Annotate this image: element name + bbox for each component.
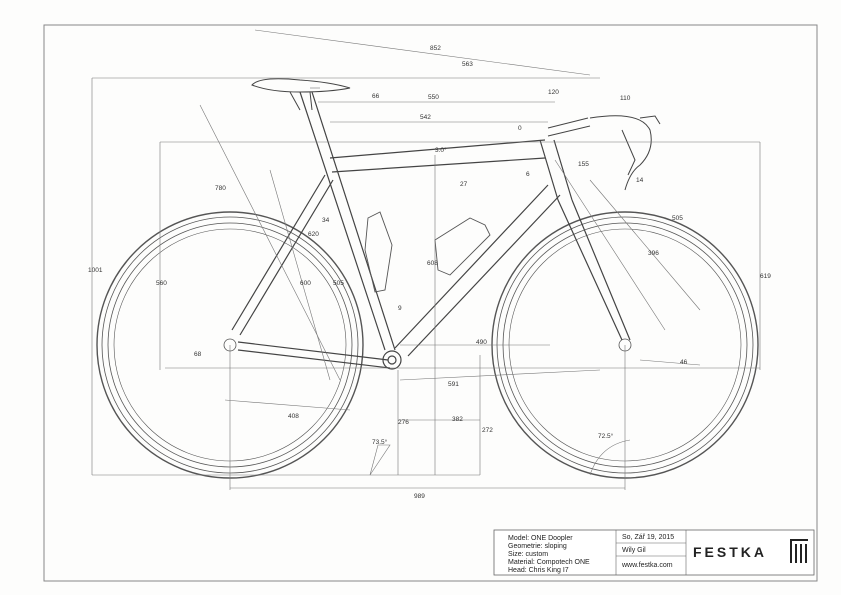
dim-550: 550	[428, 94, 439, 101]
geometry-label: Geometrie: sloping	[508, 543, 567, 550]
dim-1001: 1001	[88, 267, 103, 274]
dimension-lines	[91, 29, 761, 490]
dim-490: 490	[476, 339, 487, 346]
bottles	[364, 211, 491, 293]
frame	[231, 91, 631, 370]
dim-272: 272	[482, 427, 493, 434]
headset-label: Head: Chris King I7	[508, 567, 569, 574]
dim-120: 120	[548, 89, 559, 96]
author-label: Wily Gil	[622, 547, 646, 554]
dim-155: 155	[578, 161, 589, 168]
festka-logo-icon	[790, 539, 808, 563]
festka-logo-text: FESTKA	[693, 544, 767, 560]
saddle	[251, 78, 351, 111]
dim-563: 563	[462, 61, 473, 68]
dim-0: 0	[518, 125, 522, 132]
dim-6: 6	[526, 171, 530, 178]
dim-591: 591	[448, 381, 459, 388]
dim-505: 505	[333, 280, 344, 287]
dim-66: 66	[372, 93, 380, 100]
dim-608: 608	[427, 260, 438, 267]
dim-396: 396	[648, 250, 659, 257]
dim-276: 276	[398, 419, 409, 426]
dim-408: 408	[288, 413, 299, 420]
title-block: Model: ONE Doopler Geometrie: sloping Si…	[493, 529, 815, 576]
dim-46: 46	[680, 359, 688, 366]
dim-110: 110	[620, 95, 631, 102]
material-label: Material: Compotech ONE	[508, 559, 590, 566]
dim-619: 619	[760, 273, 771, 280]
dim-34: 34	[322, 217, 330, 224]
dim-68: 68	[194, 351, 202, 358]
dimension-labels: 852 563 66 550 120 110 542 0 3.0° 6 155 …	[88, 45, 771, 500]
dim-560: 560	[156, 280, 167, 287]
dim-73-5: 73.5°	[372, 438, 388, 446]
dim-27: 27	[460, 181, 468, 188]
angle-arcs	[369, 439, 631, 476]
sheet-border	[43, 24, 818, 582]
dim-9: 9	[398, 305, 402, 312]
dim-505b: 505	[672, 215, 683, 222]
dim-72-5: 72.5°	[598, 432, 614, 440]
dim-14: 14	[636, 177, 644, 184]
dim-620: 620	[308, 231, 319, 238]
dim-3deg: 3.0°	[435, 146, 447, 154]
dim-600: 600	[300, 280, 311, 287]
dim-852: 852	[430, 45, 441, 52]
dim-780: 780	[215, 185, 226, 192]
dim-382: 382	[452, 416, 463, 423]
date-label: So, Zář 19, 2015	[622, 534, 674, 541]
dim-542: 542	[420, 114, 431, 121]
model-label: Model: ONE Doopler	[508, 535, 573, 542]
size-label: Size: custom	[508, 551, 548, 558]
website-label: www.festka.com	[621, 562, 673, 569]
handlebar	[547, 115, 661, 191]
dim-989: 989	[414, 493, 425, 500]
